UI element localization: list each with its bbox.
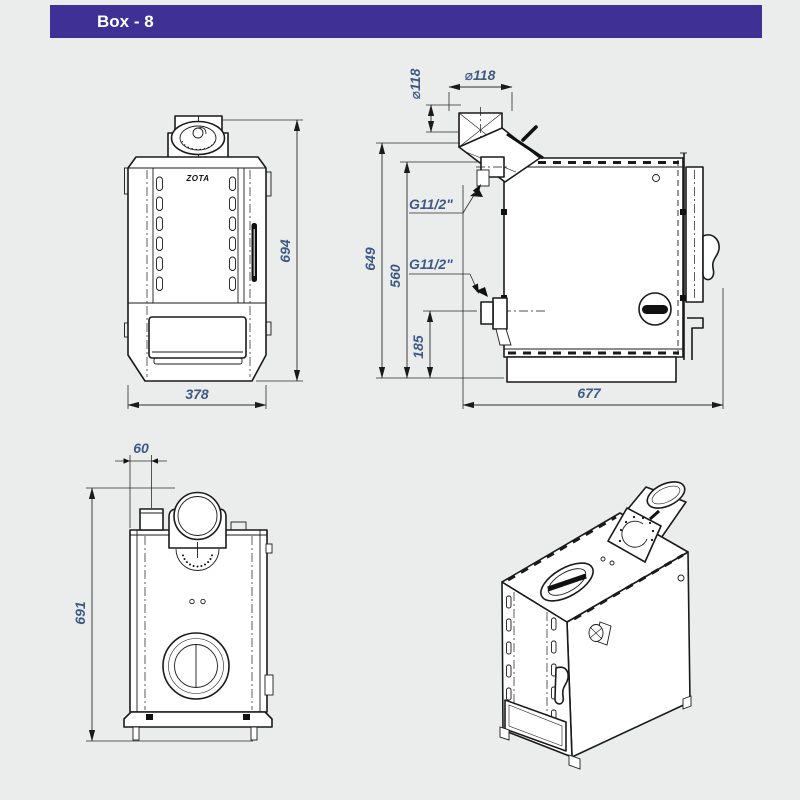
iso-door-handle (554, 666, 569, 705)
rear-stub-pipe (139, 508, 164, 531)
conn-upper (476, 169, 490, 187)
dim-front-height: 694 (277, 239, 293, 263)
brand-logo: ZOTA (185, 174, 209, 183)
dim-h-total: 649 (362, 247, 378, 271)
boiler-body-side (503, 157, 684, 358)
dim-h-lower: 185 (410, 335, 426, 359)
label-conn-upper: G11/2" (409, 196, 453, 212)
front-view: ZOTA 694 378 (124, 115, 303, 409)
base-side (506, 356, 677, 383)
louver-slots-front (156, 176, 236, 291)
iso-foot (682, 695, 692, 710)
conn-lower (468, 287, 545, 346)
dim-flue-dia-v: ⌀118 (407, 68, 423, 99)
dial-ticks (182, 554, 213, 568)
dim-rear-height: 691 (72, 601, 88, 625)
iso-dial-housing (607, 507, 662, 563)
side-view: ⌀118 ⌀118 G11/2" G11/2" 649 560 (362, 67, 724, 409)
dim-rear-offset: 60 (133, 440, 149, 456)
iso-ash-door (504, 699, 567, 752)
dim-h-upper: 560 (387, 264, 403, 288)
dim-depth: 677 (577, 385, 602, 401)
label-conn-lower: G11/2" (409, 256, 453, 272)
dim-front-width: 378 (185, 386, 209, 402)
iso-foot (499, 726, 510, 741)
plinth-rear (123, 711, 273, 728)
dim-flue-dia-h: ⌀118 (465, 67, 496, 83)
flue-elbow (458, 107, 544, 183)
iso-top-hatch (540, 562, 594, 602)
damper-lever-pin (521, 125, 538, 142)
title-bar: Box - 8 (50, 5, 762, 38)
flue-outlet-rear (173, 491, 222, 541)
iso-foot (568, 754, 581, 770)
iso-pipe-stub (588, 621, 612, 646)
door-handle-side (702, 234, 720, 281)
vent-hole (652, 174, 660, 182)
rear-view: 60 691 (72, 440, 274, 742)
page-title: Box - 8 (97, 12, 154, 31)
cleanout-hatch (162, 632, 230, 700)
isometric-view (499, 481, 692, 770)
